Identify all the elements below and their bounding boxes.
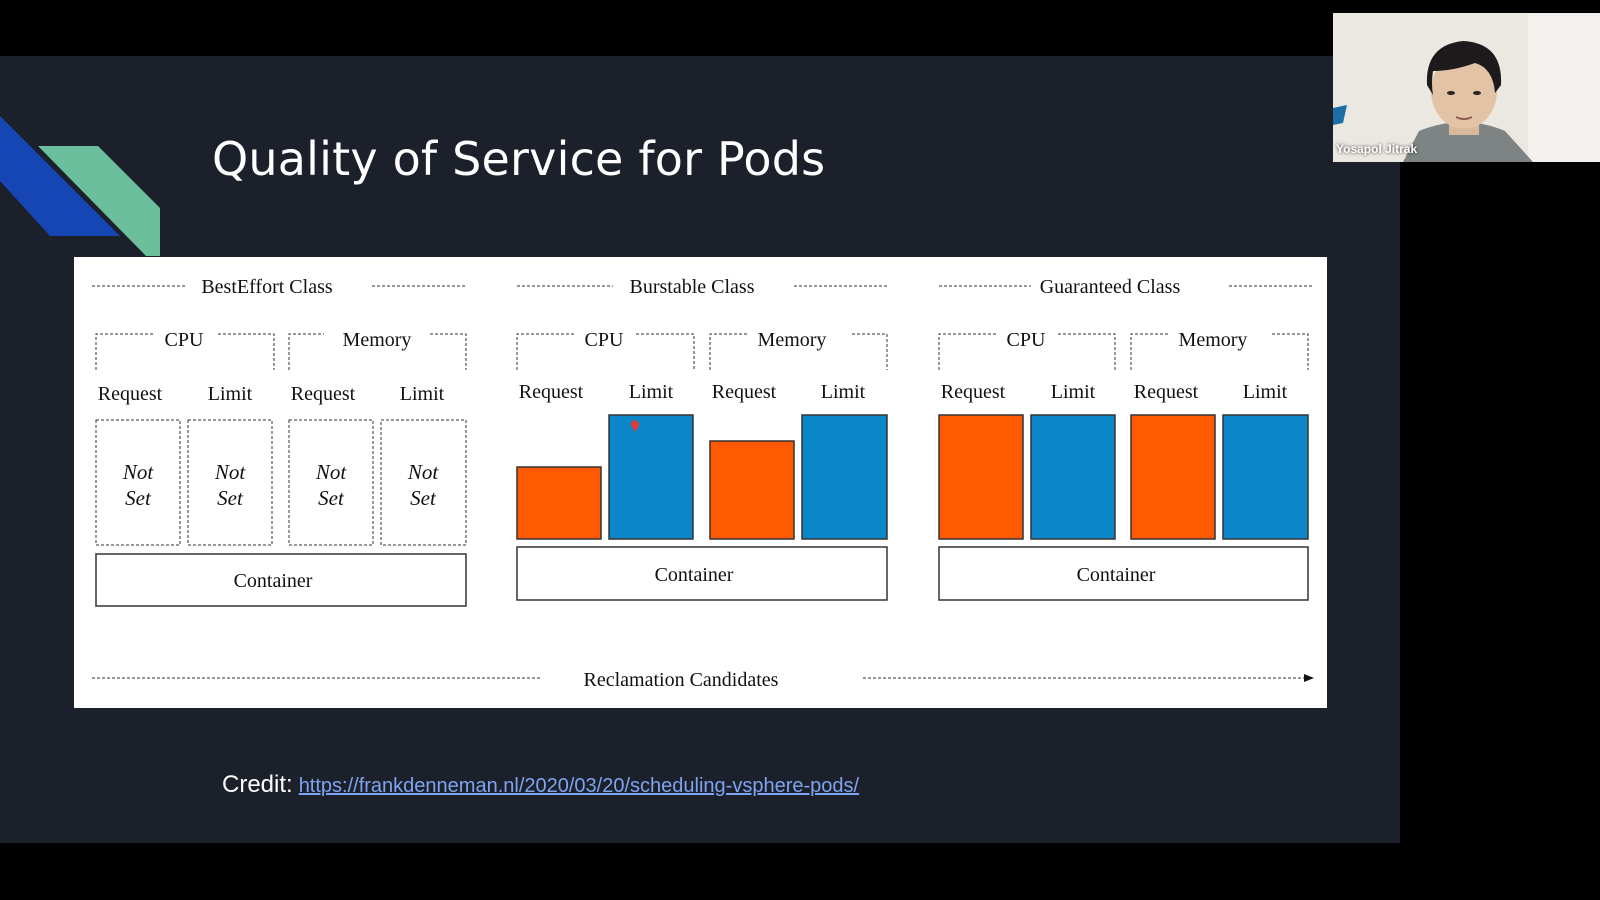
guaranteed-container [938, 546, 1309, 601]
arrow-head-icon [1304, 674, 1314, 682]
besteffort-memory-request-label: Request [291, 383, 356, 405]
besteffort-cpu-limit-box [187, 419, 273, 546]
guaranteed-title: Guaranteed Class [1040, 276, 1181, 298]
besteffort-container-label: Container [234, 570, 313, 592]
guaranteed-cpu-label: CPU [1007, 329, 1046, 351]
burstable-memory-label: Memory [758, 329, 827, 351]
guaranteed-class: Guaranteed Class CPU Memory Request Limi… [938, 276, 1312, 601]
burstable-memory-limit-bar [801, 414, 888, 540]
participant-avatar [1333, 13, 1600, 162]
burstable-class: Burstable Class CPU Memory Request Limit… [516, 276, 889, 601]
besteffort-cpu-label: CPU [165, 329, 204, 351]
guaranteed-cpu-request-bar [938, 414, 1024, 540]
besteffort-cpu-request-label: Request [98, 383, 163, 405]
guaranteed-cpu-limit-label: Limit [1051, 381, 1096, 403]
credit-link[interactable]: https://frankdenneman.nl/2020/03/20/sche… [298, 775, 860, 797]
burstable-title: Burstable Class [630, 276, 755, 298]
besteffort-cpu-limit-label: Limit [208, 383, 253, 405]
qos-diagram: BestEffort Class CPU Memory Request Limi… [74, 257, 1327, 708]
participant-video-tile[interactable]: Yosapol Jitrak [1333, 13, 1600, 162]
cursor-pointer-icon [631, 420, 639, 432]
credit-label: Credit: [222, 771, 293, 798]
participant-name: Yosapol Jitrak [1336, 142, 1418, 156]
guaranteed-memory-request-label: Request [1134, 381, 1199, 403]
burstable-cpu-limit-bar [608, 414, 694, 540]
guaranteed-memory-limit-label: Limit [1243, 381, 1288, 403]
besteffort-title: BestEffort Class [201, 276, 333, 298]
guaranteed-memory-limit-bar [1222, 414, 1309, 540]
burstable-container-label: Container [655, 564, 734, 586]
besteffort-memory-limit-label: Limit [400, 383, 445, 405]
guaranteed-memory-request-bar [1130, 414, 1216, 540]
besteffort-memory-label: Memory [343, 329, 412, 351]
burstable-container [516, 546, 888, 601]
besteffort-cpu-request-box [95, 419, 181, 546]
burstable-cpu-request-bar [516, 466, 602, 540]
qos-diagram-svg: BestEffort Class CPU Memory Request Limi… [92, 276, 1314, 691]
slide-title: Quality of Service for Pods [212, 132, 826, 186]
besteffort-memory-limit-box [380, 419, 467, 546]
burstable-memory-request-label: Request [712, 381, 777, 403]
burstable-cpu-limit-label: Limit [629, 381, 674, 403]
reclamation-arrow: Reclamation Candidates [92, 669, 1314, 691]
slide-decoration [0, 116, 160, 256]
besteffort-class: BestEffort Class CPU Memory Request Limi… [92, 276, 467, 607]
besteffort-memory-request-box [288, 419, 374, 546]
presentation-slide: Quality of Service for Pods BestEffort C… [0, 56, 1400, 843]
guaranteed-cpu-request-label: Request [941, 381, 1006, 403]
guaranteed-memory-label: Memory [1179, 329, 1248, 351]
burstable-cpu-label: CPU [585, 329, 624, 351]
burstable-cpu-request-label: Request [519, 381, 584, 403]
burstable-memory-limit-label: Limit [821, 381, 866, 403]
guaranteed-container-label: Container [1077, 564, 1156, 586]
guaranteed-cpu-limit-bar [1030, 414, 1116, 540]
besteffort-container [95, 553, 467, 607]
reclamation-label: Reclamation Candidates [584, 669, 779, 691]
burstable-memory-request-bar [709, 440, 795, 540]
credit-line: Credit:https://frankdenneman.nl/2020/03/… [222, 771, 859, 799]
